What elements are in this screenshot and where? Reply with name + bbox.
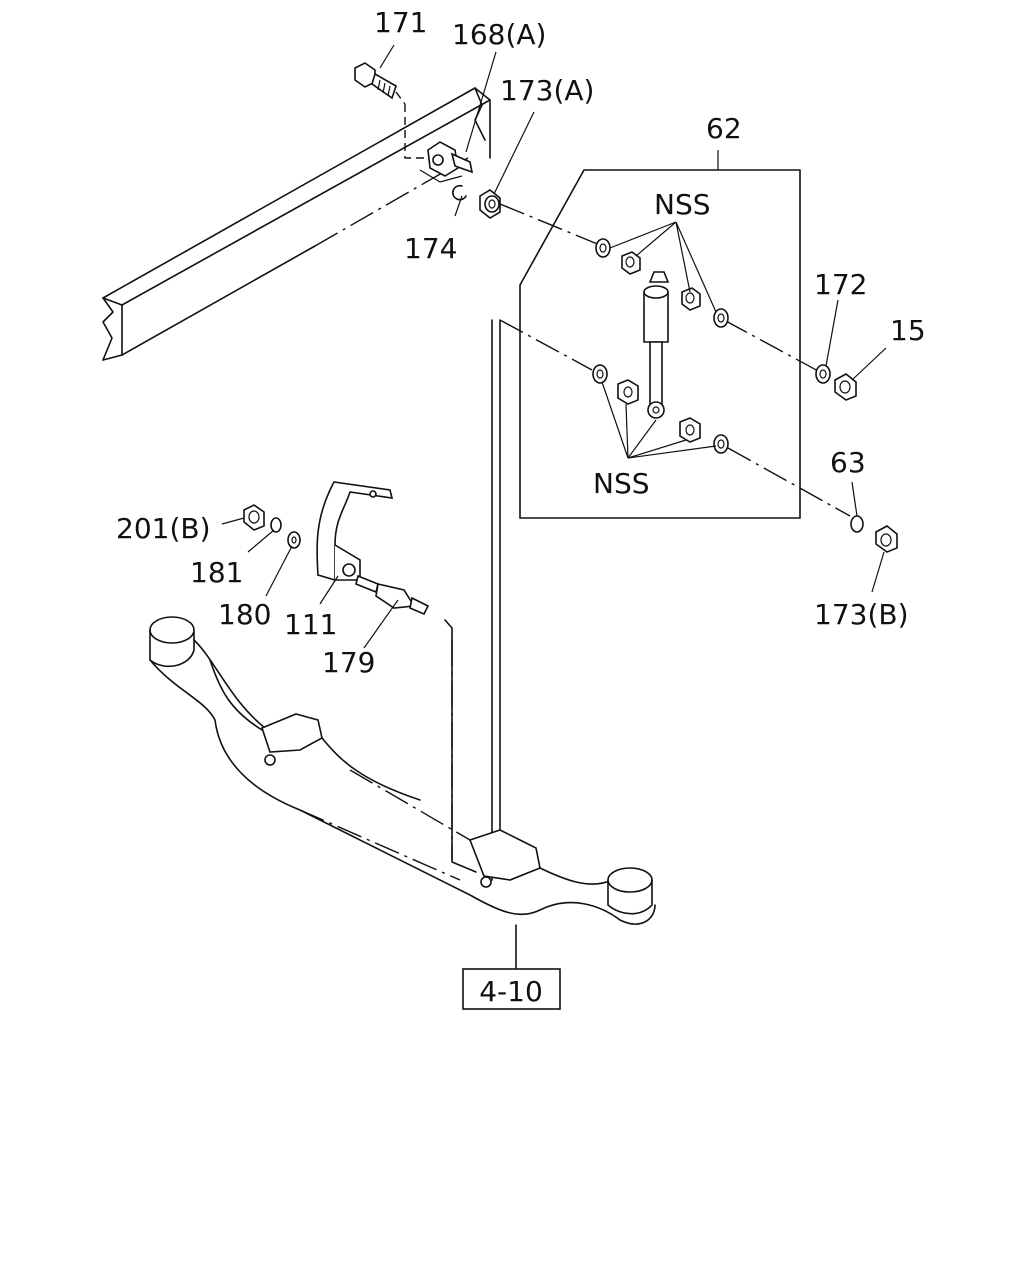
clip-174 xyxy=(452,184,467,201)
washer-172 xyxy=(815,364,831,384)
shock-absorber xyxy=(643,271,670,419)
stud-179 xyxy=(355,574,430,616)
label-111: 111 xyxy=(284,608,337,641)
bracket-111 xyxy=(316,481,394,582)
label-171: 171 xyxy=(374,6,427,39)
kit-box-62 xyxy=(519,169,801,519)
label-180: 180 xyxy=(218,598,271,631)
bolt-171 xyxy=(354,62,406,105)
label-172: 172 xyxy=(814,268,867,301)
nut-201b xyxy=(243,504,265,531)
label-62: 62 xyxy=(706,112,742,145)
label-179: 179 xyxy=(322,646,375,679)
nut-15 xyxy=(834,373,857,401)
reference-box[interactable]: 4-10 xyxy=(462,968,561,1010)
washer-180 xyxy=(287,531,301,549)
label-181: 181 xyxy=(190,556,243,589)
washer-63 xyxy=(850,515,864,533)
nss-lower-bushings xyxy=(592,364,729,454)
label-nss-bottom: NSS xyxy=(593,467,650,500)
label-168a: 168(A) xyxy=(452,18,546,51)
reference-box-label: 4-10 xyxy=(479,975,543,1008)
nss-upper-bushings xyxy=(595,238,729,328)
label-173b: 173(B) xyxy=(814,598,909,631)
bushing-173a xyxy=(479,189,501,219)
label-nss-top: NSS xyxy=(654,188,711,221)
label-173a: 173(A) xyxy=(500,74,594,107)
leader-lines xyxy=(221,44,887,649)
label-15: 15 xyxy=(890,314,926,347)
bracket-168a xyxy=(419,141,474,183)
front-axle-beam xyxy=(149,616,656,969)
label-201b: 201(B) xyxy=(116,512,211,545)
label-174: 174 xyxy=(404,232,457,265)
label-63: 63 xyxy=(830,446,866,479)
frame-rail xyxy=(102,87,491,361)
nut-173b xyxy=(875,525,898,553)
washer-181 xyxy=(270,517,282,533)
